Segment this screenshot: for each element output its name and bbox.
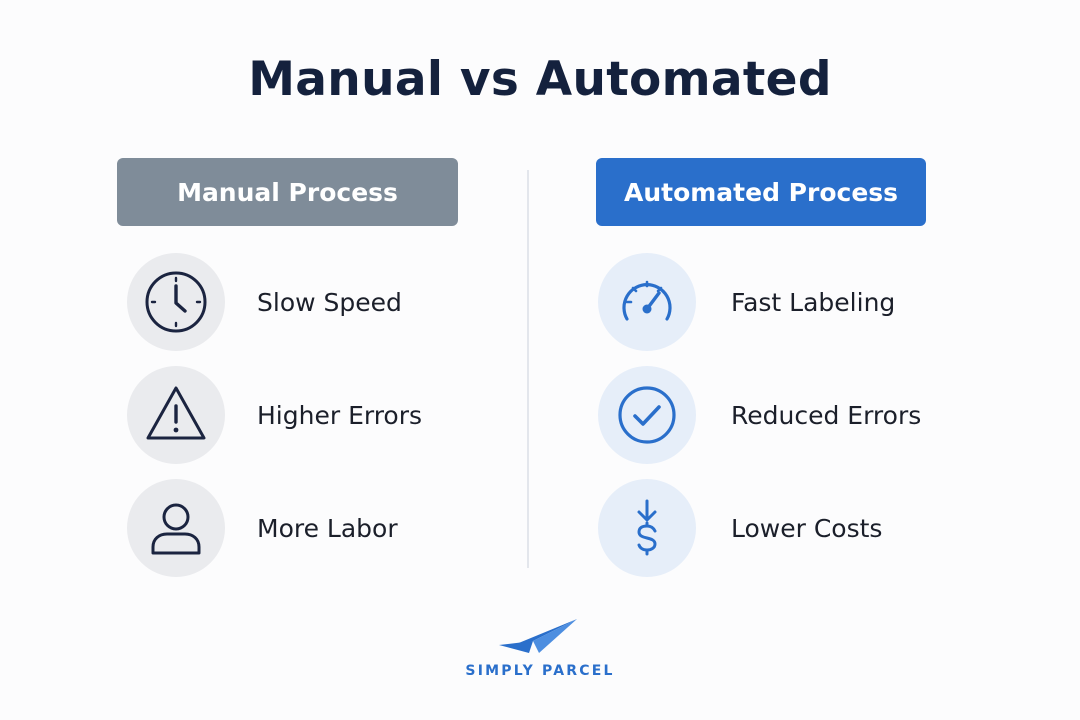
check-circle-icon <box>598 366 696 464</box>
automated-item-label: Lower Costs <box>731 513 883 543</box>
manual-item-more-labor: More Labor <box>127 478 398 578</box>
person-icon <box>127 479 225 577</box>
manual-column: Manual Process Slow Speed Higher Errors <box>117 158 458 577</box>
automated-item-reduced-errors: Reduced Errors <box>598 365 921 465</box>
clock-icon <box>127 253 225 351</box>
paper-plane-icon <box>499 619 577 653</box>
brand-logo: SIMPLY PARCEL <box>430 615 650 679</box>
manual-item-label: Slow Speed <box>257 287 402 317</box>
warning-icon <box>127 366 225 464</box>
dollar-down-icon <box>598 479 696 577</box>
automated-column: Automated Process Fast Labeling Reduced … <box>596 158 926 577</box>
automated-process-header: Automated Process <box>596 158 926 226</box>
brand-name: SIMPLY PARCEL <box>465 663 615 679</box>
speedometer-icon <box>598 253 696 351</box>
automated-item-lower-costs: Lower Costs <box>598 478 882 578</box>
manual-item-label: More Labor <box>257 513 398 543</box>
manual-item-label: Higher Errors <box>257 400 423 430</box>
manual-process-header: Manual Process <box>117 158 458 226</box>
automated-item-label: Reduced Errors <box>731 400 922 430</box>
manual-item-slow-speed: Slow Speed <box>127 252 402 352</box>
automated-item-label: Fast Labeling <box>731 287 896 317</box>
page-title: Manual vs Automated <box>248 52 832 107</box>
automated-item-fast-labeling: Fast Labeling <box>598 252 895 352</box>
manual-item-higher-errors: Higher Errors <box>127 365 422 465</box>
column-divider <box>527 170 529 568</box>
